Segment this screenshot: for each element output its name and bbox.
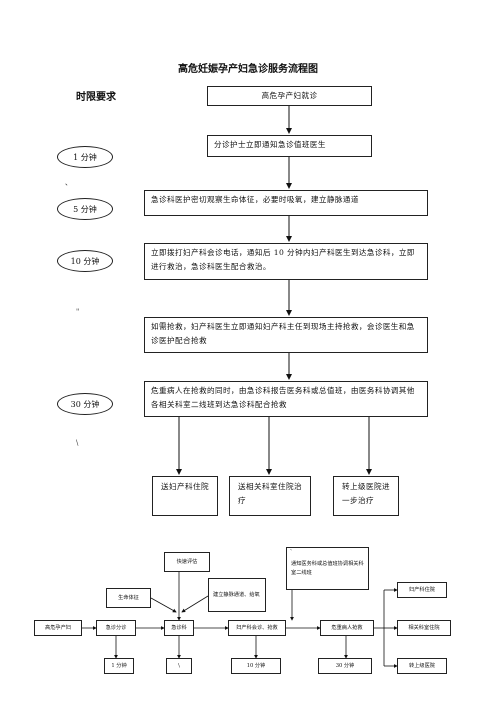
step-observe-vitals: 急诊科医护密切观察生命体征，必要时吸氧，建立静脉通道 [144, 190, 428, 216]
mini-stray-mark: 、 [290, 546, 296, 552]
mini-row-emergency: 急诊科 [164, 620, 194, 636]
stray-mark: " [76, 308, 80, 316]
stray-mark: 、 [65, 179, 72, 187]
step-arrival: 高危孕产妇就诊 [207, 86, 372, 106]
mini-time-blank: \ [166, 658, 192, 674]
time-oval-30min: 30 分钟 [57, 393, 113, 415]
time-oval-5min: 5 分钟 [57, 198, 113, 220]
mini-row-patient: 高危孕产妇 [34, 620, 82, 636]
step-triage-notify: 分诊护士立即通知急诊值班医生 [207, 135, 372, 157]
mini-notify-coordination: 通知医务科或总值班协调相关科室二线班 [286, 547, 369, 590]
mini-time-10min: 10 分钟 [231, 658, 281, 674]
mini-time-1min: 1 分钟 [104, 658, 134, 674]
step-rescue: 如需抢救，妇产科医生立即通知妇产科主任到现场主持抢救，会诊医生和急诊医护配合抢救 [144, 317, 428, 353]
outcome-obstetrics: 送妇产科住院 [152, 476, 218, 516]
outcome-related-dept: 送相关科室住院治疗 [229, 476, 311, 516]
time-oval-1min: 1 分钟 [57, 146, 113, 168]
time-requirement-heading: 时限要求 [76, 92, 116, 103]
mini-row-triage: 急诊分诊 [96, 620, 136, 636]
mini-out-obstetrics: 妇产科住院 [397, 582, 447, 598]
mini-rapid-assessment: 快速评估 [164, 552, 210, 572]
step-obstetric-consult: 立即拨打妇产科会诊电话，通知后 10 分钟内妇产科医生到达急诊科，立即进行救治，… [144, 243, 428, 280]
mini-time-30min: 30 分钟 [318, 658, 372, 674]
mini-row-obstetric: 妇产科会诊、抢救 [228, 620, 286, 636]
mini-vein-oxygen: 建立静脉通道、给氧 [208, 578, 266, 612]
step-critical-coordination: 危重病人在抢救的同时，由急诊科报告医务科或总值班，由医务科协调其他各相关科室二线… [144, 381, 428, 417]
outcome-transfer: 转上级医院进一步治疗 [333, 476, 399, 516]
mini-row-critical: 危重病人抢救 [320, 620, 374, 636]
mini-vital-signs: 生命体征 [106, 588, 151, 608]
mini-out-transfer: 转上级医院 [397, 658, 447, 674]
time-oval-10min: 10 分钟 [57, 250, 113, 272]
stray-mark: \ [76, 439, 79, 447]
page-title: 高危妊娠孕产妇急诊服务流程图 [178, 64, 318, 75]
mini-out-related: 相关科室住院 [397, 620, 451, 636]
